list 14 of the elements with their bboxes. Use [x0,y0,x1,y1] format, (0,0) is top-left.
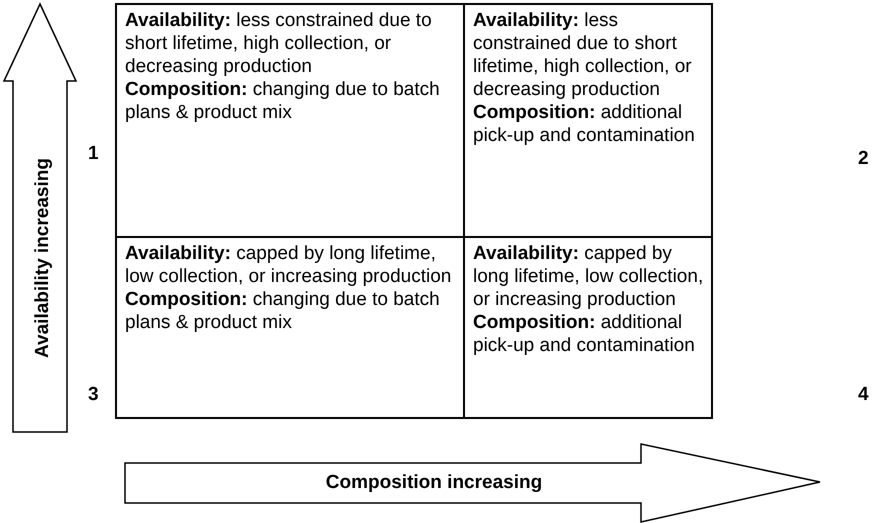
axis-label: Availability increasing [32,158,54,358]
quadrant-number: 3 [88,384,99,406]
quadrant-number: 2 [858,148,869,170]
cell-text: Composition: changing due to batch plans & product mix [125,288,441,334]
grid-cell [115,3,465,238]
cell-text: Composition: additional pick-up and contamination [473,101,696,147]
cell-text: Composition: additional pick-up and contamination [473,311,696,357]
axis-label: Composition increasing [326,472,542,494]
cell-text: Composition: changing due to batch plans & product mix [125,78,441,124]
quadrant-number: 1 [88,143,99,165]
quadrant-number: 4 [858,384,869,406]
grid-cell [463,236,713,419]
grid-cell [115,236,465,419]
grid-cell [463,3,713,238]
